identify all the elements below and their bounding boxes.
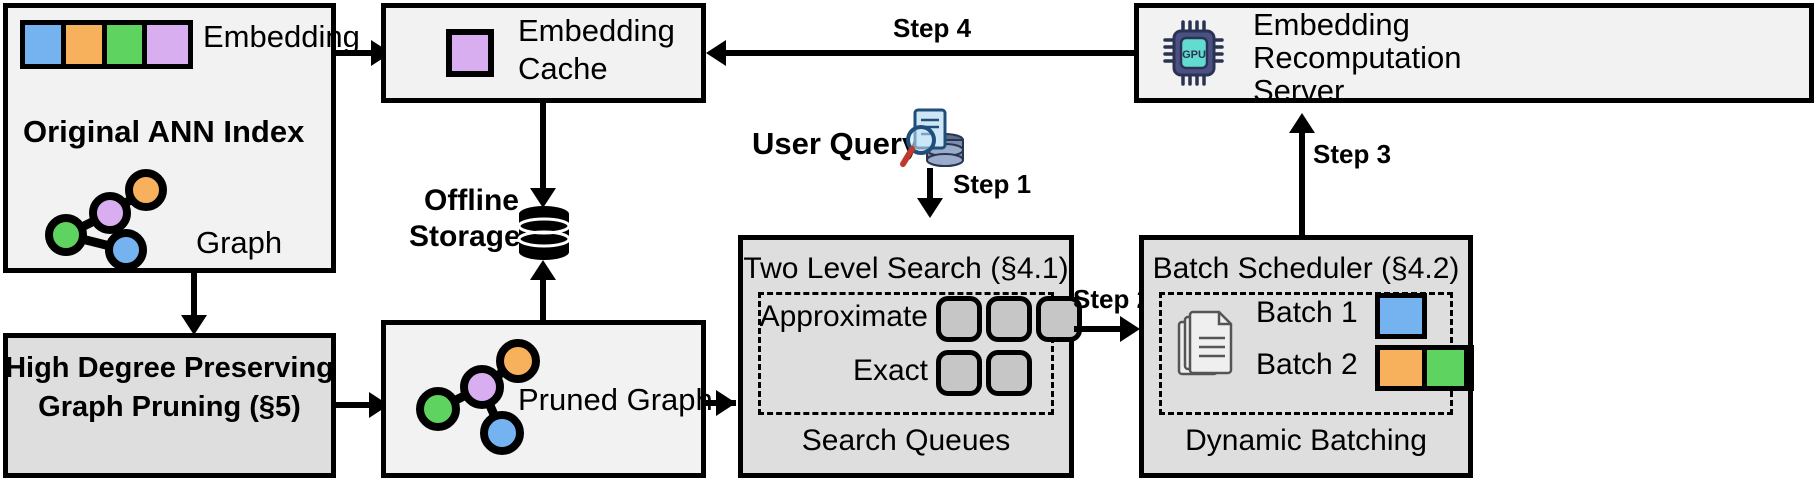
step1-label: Step 1: [953, 169, 1032, 199]
step1-arrow-line: [927, 168, 933, 198]
step2-arrow-line: [1074, 326, 1134, 332]
pruned-graph-icon: [410, 337, 545, 462]
arrow-pruned-to-search-head: [716, 390, 736, 416]
step3-label: Step 3: [1313, 139, 1392, 169]
step4-label: Step 4: [893, 13, 972, 43]
user-query-label: User Query: [752, 126, 920, 161]
arrow-pruned-to-storage-line: [540, 280, 546, 320]
embedding-swatch-blue: [25, 25, 66, 64]
exact-queue-pill[interactable]: [936, 350, 982, 396]
embedding-cache-label-line2: Cache: [518, 51, 608, 86]
graph-pruning-label-line2: Graph Pruning (§5): [38, 391, 301, 423]
search-queues-footer: Search Queues: [801, 424, 1011, 457]
approximate-queue-pill[interactable]: [936, 296, 982, 342]
batch-scheduler-title: Batch Scheduler (§4.2): [1152, 252, 1460, 285]
graph-label: Graph: [196, 225, 283, 260]
exact-queue-pill[interactable]: [986, 350, 1032, 396]
batch-2-item-green: [1422, 350, 1464, 386]
documents-stack-icon: [1177, 310, 1239, 382]
original-ann-index-title: Original ANN Index: [23, 114, 305, 149]
embedding-swatch-green: [106, 25, 148, 64]
embedding-swatch-orange: [65, 25, 107, 64]
step2-arrow-head: [1120, 316, 1140, 342]
batch-2-items: [1375, 345, 1474, 391]
approximate-queue-pills: [936, 296, 1082, 342]
exact-queue-pills: [936, 350, 1032, 396]
arrow-index-to-cache-line: [336, 50, 371, 56]
offline-storage-label-line1: Offline: [424, 184, 519, 217]
pruned-graph-label: Pruned Graph: [518, 382, 713, 417]
two-level-search-title: Two Level Search (§4.1): [743, 252, 1069, 285]
arrow-cache-to-storage-head: [530, 188, 556, 208]
arrow-cache-to-storage-line: [540, 103, 546, 188]
step1-arrow-head: [917, 198, 943, 218]
gpu-chip-icon: GPU: [1163, 20, 1229, 86]
original-graph-icon: [38, 168, 178, 268]
graph-pruning-label-line1: High Degree Preserving: [5, 352, 334, 384]
offline-storage-label-line2: Storage: [409, 220, 521, 253]
database-cylinder-icon: [517, 205, 571, 260]
graph-pruning-block: [3, 333, 336, 478]
batch-1-label: Batch 1: [1256, 296, 1358, 329]
arrow-index-to-pruning-head: [181, 315, 207, 335]
search-queues-dashed-region: [758, 292, 1054, 415]
exact-row-label: Exact: [852, 354, 928, 387]
batch-2-item-orange: [1380, 350, 1422, 386]
step3-arrow-line: [1299, 133, 1305, 235]
recomputation-server-label-line1: Embedding: [1253, 7, 1410, 42]
embedding-swatch-strip: [20, 20, 193, 69]
embedding-cache-purple-square-icon: [446, 29, 494, 77]
arrow-pruned-to-storage-head: [530, 260, 556, 280]
embedding-label: Embedding: [203, 19, 360, 54]
embedding-cache-block: [381, 3, 706, 103]
approximate-row-label: Approximate: [759, 300, 928, 333]
approximate-queue-pill[interactable]: [986, 296, 1032, 342]
embedding-swatch-purple: [147, 25, 189, 64]
batch-2-label: Batch 2: [1256, 348, 1358, 381]
arrow-index-to-pruning-line: [191, 273, 197, 315]
dynamic-batching-footer: Dynamic Batching: [1185, 424, 1427, 457]
step4-arrow-head: [706, 40, 726, 66]
arrow-pruning-to-pruned-line: [336, 402, 369, 408]
query-magnifier-database-icon: [897, 104, 969, 176]
embedding-recomputation-server-block: [1134, 3, 1814, 103]
svg-text:GPU: GPU: [1182, 49, 1206, 61]
recomputation-server-label-line3: Server: [1253, 73, 1345, 108]
step4-arrow-line: [726, 50, 1136, 56]
approximate-queue-pill[interactable]: [1036, 296, 1082, 342]
step2-label: Step 2: [1073, 284, 1152, 314]
step3-arrow-head: [1289, 113, 1315, 133]
embedding-cache-label-line1: Embedding: [518, 13, 675, 48]
batch-1-item-blue: [1380, 298, 1422, 334]
recomputation-server-label-line2: Recomputation: [1253, 40, 1462, 75]
batch-1-items: [1375, 293, 1427, 339]
